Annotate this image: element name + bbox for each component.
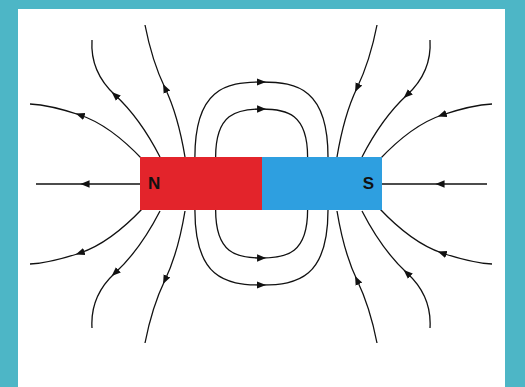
field-line xyxy=(30,104,143,160)
field-line xyxy=(362,211,430,328)
field-loop xyxy=(216,109,308,157)
field-loop xyxy=(195,210,328,285)
frame-strip xyxy=(505,0,525,387)
pole-label: S xyxy=(363,174,374,194)
field-line xyxy=(382,183,487,184)
north-pole: N xyxy=(140,157,262,210)
south-pole: S xyxy=(262,157,382,210)
field-line xyxy=(337,25,377,157)
field-line xyxy=(379,104,492,160)
frame-strip xyxy=(0,0,525,9)
field-loop xyxy=(216,210,308,258)
pole-label: N xyxy=(148,174,160,194)
field-line xyxy=(337,211,377,343)
field-line xyxy=(362,40,430,157)
field-line xyxy=(36,183,140,184)
field-loop xyxy=(195,82,328,157)
field-line xyxy=(145,211,185,343)
field-line xyxy=(92,211,160,328)
field-line xyxy=(92,40,160,157)
field-line xyxy=(30,208,143,264)
frame-strip xyxy=(0,0,18,387)
field-line xyxy=(145,25,185,157)
field-line xyxy=(379,208,492,264)
